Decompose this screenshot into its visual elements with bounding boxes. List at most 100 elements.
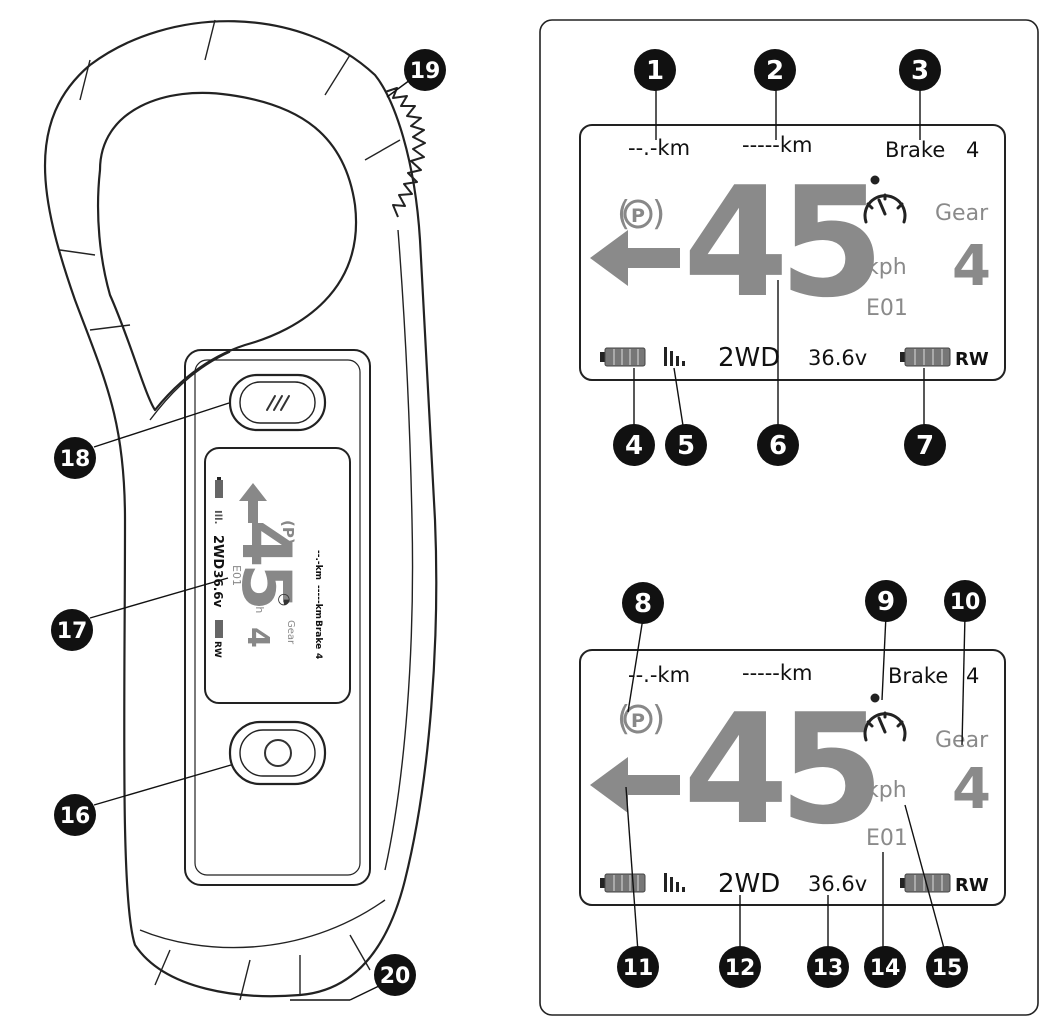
remote-rw-battery-icon (215, 620, 223, 638)
speedometer-icon (863, 693, 907, 742)
speedometer-icon (863, 175, 907, 224)
svg-text:14: 14 (870, 956, 901, 981)
remote-trip: --.-km (313, 550, 323, 580)
svg-text:12: 12 (725, 956, 756, 981)
remote-speed: 45 (226, 520, 305, 607)
callout-11: 11 (617, 946, 659, 988)
parking-icon: ( P ) (617, 194, 665, 234)
svg-text:1: 1 (646, 56, 664, 86)
callout-19: 19 (404, 49, 446, 91)
speed-unit: kph (866, 255, 907, 280)
drive-mode: 2WD (718, 869, 780, 899)
remote-rw: RW (212, 641, 222, 658)
svg-text:8: 8 (634, 589, 652, 619)
speed-unit: kph (866, 778, 907, 803)
svg-text:2: 2 (766, 56, 784, 86)
signal-icon (664, 347, 685, 366)
remote-brake-level: 4 (313, 653, 323, 659)
trip-distance: --.-km (628, 663, 690, 687)
remote-error-code: E01 (230, 565, 243, 586)
remote-brake-label: Brake (313, 620, 323, 649)
remote-screen-frame (204, 447, 351, 704)
svg-text:5: 5 (677, 431, 695, 461)
control-panel (184, 349, 371, 886)
voltage: 36.6v (808, 872, 867, 896)
callout-18: 18 (54, 437, 96, 479)
rw-label: RW (955, 349, 989, 370)
direction-arrow-icon (590, 230, 680, 286)
error-code: E01 (866, 826, 908, 851)
callout-15: 15 (926, 946, 968, 988)
remote-gear-label: Gear (285, 620, 296, 645)
remote-unit: kph (253, 593, 266, 613)
callout-13: 13 (807, 946, 849, 988)
svg-text:9: 9 (877, 587, 895, 617)
callout-9: 9 (865, 580, 907, 622)
svg-text:): ) (652, 194, 665, 234)
lcd-panel-top: --.-km -----km Brake 4 ( P ) 45 kph E01 … (579, 124, 1006, 381)
board-battery-icon (900, 347, 951, 367)
ring-icon (264, 739, 292, 767)
svg-text:): ) (652, 699, 665, 739)
remote-battery-icon (600, 873, 646, 893)
brake-label: Brake (885, 138, 945, 162)
svg-text:18: 18 (60, 447, 91, 472)
callout-5: 5 (665, 424, 707, 466)
voltage: 36.6v (808, 346, 867, 370)
speed-value: 45 (683, 681, 875, 858)
remote-parking-icon: (P) (279, 520, 297, 545)
svg-text:4: 4 (625, 431, 643, 461)
remote-battery-icon (600, 347, 646, 367)
gear-label: Gear (935, 201, 989, 226)
svg-text:20: 20 (380, 964, 411, 989)
callout-14: 14 (864, 946, 906, 988)
svg-text:10: 10 (950, 590, 981, 615)
svg-text:19: 19 (410, 59, 441, 84)
lcd-panel-bottom: --.-km -----km Brake 4 ( P ) 45 kph E01 … (579, 649, 1006, 906)
svg-text:11: 11 (623, 956, 654, 981)
callout-3: 3 (899, 49, 941, 91)
brake-label: Brake (888, 664, 948, 688)
callout-badges: 1 2 3 4 5 6 7 8 9 10 11 12 13 14 15 16 1… (51, 49, 986, 996)
svg-text:6: 6 (769, 431, 787, 461)
detail-frame (539, 19, 1039, 1016)
callout-6: 6 (757, 424, 799, 466)
callout-2: 2 (754, 49, 796, 91)
svg-text:15: 15 (932, 956, 963, 981)
error-code: E01 (866, 296, 908, 321)
leader-lines (89, 79, 966, 1001)
brake-level: 4 (966, 664, 979, 688)
remote-battery-icon (215, 477, 223, 498)
svg-text:3: 3 (911, 56, 929, 86)
remote-odo: -----km (313, 585, 323, 619)
mode-button[interactable] (228, 720, 327, 786)
light-icon (266, 395, 290, 411)
drive-mode: 2WD (718, 343, 780, 373)
board-battery-icon (900, 873, 951, 893)
remote-direction-arrow-icon (239, 483, 267, 523)
signal-icon (664, 873, 685, 892)
svg-text:17: 17 (57, 619, 88, 644)
remote-screen: Ill. 2WD 36.6v RW (P) 45 kph E01 ◔ --.-k… (210, 477, 323, 659)
remote-speedometer-icon: ◔ (276, 593, 294, 606)
gear-value: 4 (952, 757, 991, 822)
svg-text:7: 7 (916, 431, 934, 461)
gear-value: 4 (952, 234, 991, 299)
odometer: -----km (742, 661, 813, 685)
trip-distance: --.-km (628, 136, 690, 160)
callout-12: 12 (719, 946, 761, 988)
callout-17: 17 (51, 609, 93, 651)
callout-10: 10 (944, 580, 986, 622)
parking-icon: ( P ) (617, 699, 665, 739)
remote-signal-icon: Ill. (212, 510, 223, 524)
odometer: -----km (742, 133, 813, 157)
callout-20: 20 (374, 954, 416, 996)
svg-text:P: P (631, 205, 645, 227)
callout-8: 8 (622, 582, 664, 624)
remote-body (44, 19, 438, 1001)
svg-text:P: P (631, 710, 645, 732)
callout-1: 1 (634, 49, 676, 91)
power-button[interactable] (228, 373, 327, 432)
speed-value: 45 (683, 154, 875, 331)
callout-16: 16 (54, 794, 96, 836)
